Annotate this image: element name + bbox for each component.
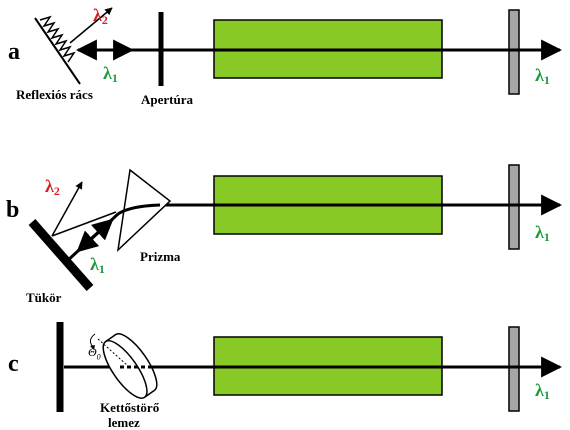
lambda1-label-c-out: λ1 <box>535 380 550 402</box>
panel-a <box>34 7 563 95</box>
lambda2-ray-b-out <box>51 181 83 237</box>
lambda2-label-b: λ2 <box>45 176 60 198</box>
mirror-label: Tükör <box>26 290 62 305</box>
aperture-label: Apertúra <box>141 92 193 107</box>
plate-label-line2: lemez <box>108 415 140 430</box>
lambda1-label-b-left: λ1 <box>90 254 105 276</box>
output-coupler-a <box>508 9 520 95</box>
lambda2-ray-b <box>51 211 117 237</box>
panel-c <box>56 322 563 412</box>
lambda1-label-b-out: λ1 <box>535 222 550 244</box>
reflection-grating <box>34 15 81 85</box>
plate-label-line1: Kettőstörő <box>100 400 160 415</box>
panel-letter-c: c <box>8 351 19 377</box>
panel-letter-a: a <box>8 39 20 65</box>
output-coupler-c <box>508 326 520 412</box>
birefringent-plate <box>102 333 158 399</box>
panel-letter-b: b <box>6 197 20 223</box>
lambda2-ray-a <box>69 7 113 44</box>
lambda1-label-a-out: λ1 <box>535 65 550 87</box>
output-coupler-b <box>508 164 520 250</box>
beam-in-prism <box>117 203 161 216</box>
feedback-arrow-b2 <box>90 218 114 241</box>
plate-normal <box>97 338 129 367</box>
angle-label: Θ0 <box>88 345 101 362</box>
lambda2-label-a: λ2 <box>93 5 108 27</box>
prism-label: Prizma <box>140 249 181 264</box>
panel-b <box>28 164 563 291</box>
lambda1-label-a-left: λ1 <box>103 63 118 85</box>
tuning-mirror <box>28 219 94 291</box>
grating-label: Reflexiós rács <box>16 87 93 102</box>
